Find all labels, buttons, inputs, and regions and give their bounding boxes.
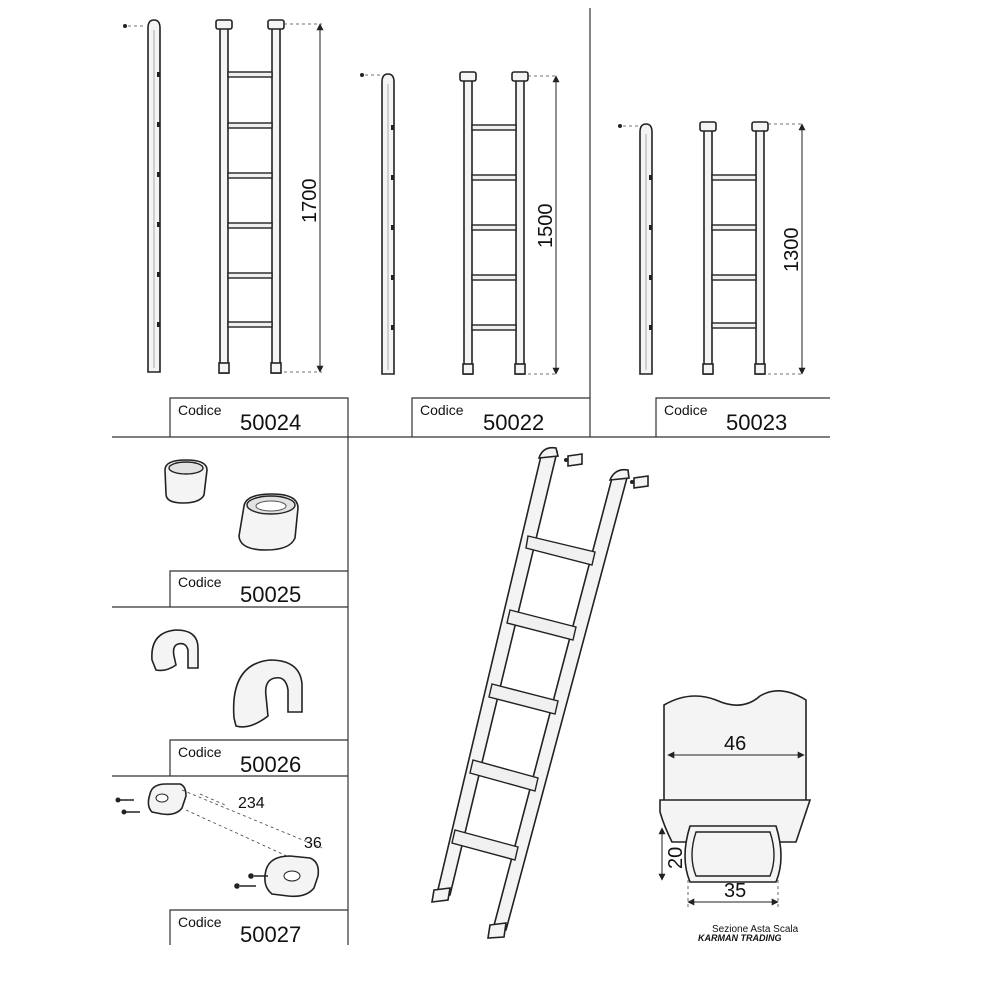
code-label: Codice <box>178 574 222 590</box>
code-box-50022: Codice 50022 <box>411 397 590 437</box>
code-box-50027: Codice 50027 <box>169 909 348 947</box>
wall-bracket-assembly: 234 36 <box>115 783 323 898</box>
section-width-top-label: 46 <box>724 733 746 755</box>
code-number: 50023 <box>726 410 787 435</box>
code-box-50025: Codice 50025 <box>169 570 348 607</box>
height-label: 1500 <box>535 204 557 249</box>
height-label: 1300 <box>781 228 803 273</box>
bracket-offset-label: 36 <box>304 835 322 852</box>
ladder-perspective-view <box>431 446 649 939</box>
code-number: 50025 <box>240 582 301 607</box>
top-hook-large <box>232 659 303 728</box>
ladder-side-view-50024 <box>123 19 161 373</box>
bracket-length-label: 234 <box>238 795 265 812</box>
foot-cap-large <box>238 493 299 551</box>
height-label: 1700 <box>299 179 321 224</box>
foot-cap-small <box>164 459 208 504</box>
ladder-front-view-50024 <box>215 19 285 374</box>
ladder-front-view-50023 <box>699 121 769 375</box>
code-box-50026: Codice 50026 <box>169 739 348 777</box>
code-label: Codice <box>664 402 708 418</box>
code-label: Codice <box>178 914 222 930</box>
code-label: Codice <box>178 744 222 760</box>
rail-cross-section: 46 20 35 Sezione Asta Scala KARMAN TRADI… <box>658 690 812 943</box>
code-number: 50027 <box>240 922 301 947</box>
section-height-label: 20 <box>665 847 687 869</box>
layout-rules <box>112 8 830 945</box>
ladder-front-view-50022 <box>459 71 529 375</box>
code-label: Codice <box>420 402 464 418</box>
code-number: 50026 <box>240 752 301 777</box>
code-number: 50022 <box>483 410 544 435</box>
height-dimension-1700: 1700 <box>284 23 324 373</box>
code-number: 50024 <box>240 410 301 435</box>
brand-watermark: KARMAN TRADING <box>698 933 782 943</box>
code-label: Codice <box>178 402 222 418</box>
height-dimension-1500: 1500 <box>528 75 560 375</box>
top-hook-small <box>151 629 199 672</box>
ladder-side-view-50022 <box>360 73 395 375</box>
height-dimension-1300: 1300 <box>768 123 806 375</box>
section-width-label: 35 <box>724 880 746 902</box>
code-box-50024: Codice 50024 <box>169 397 349 437</box>
ladder-side-view-50023 <box>618 123 653 375</box>
code-box-50023: Codice 50023 <box>655 397 830 437</box>
section-caption: Sezione Asta Scala <box>712 924 799 935</box>
